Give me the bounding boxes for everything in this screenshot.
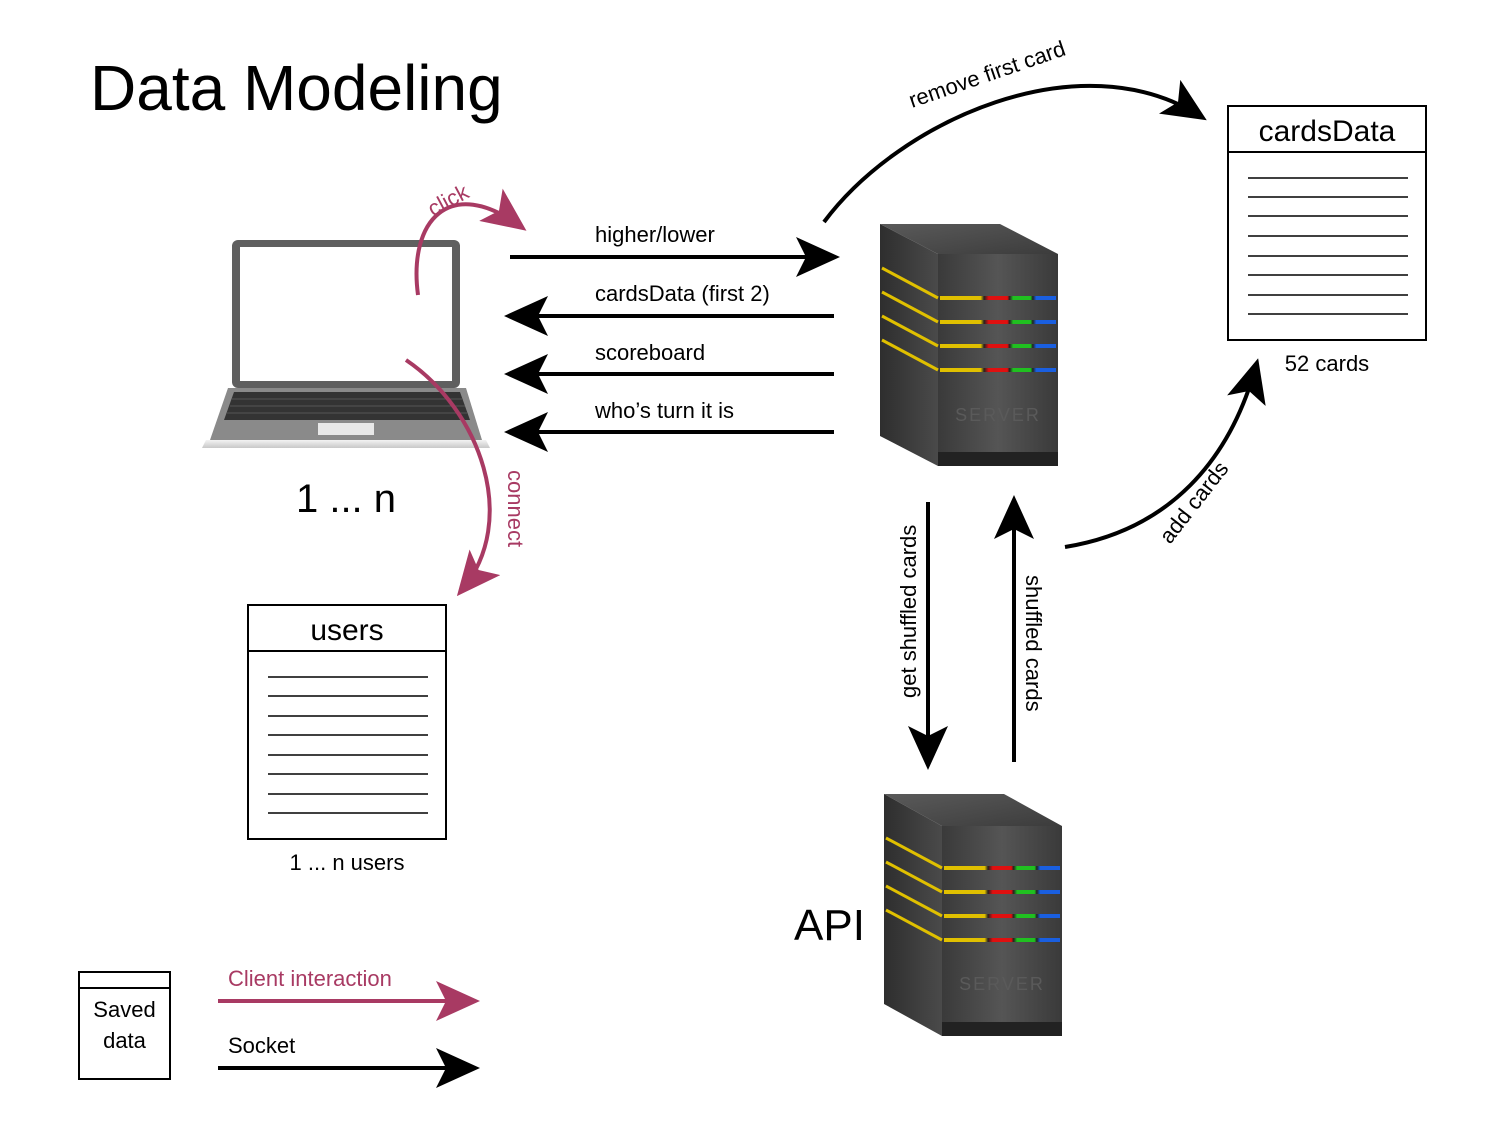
legend-client-label: Client interaction bbox=[228, 966, 392, 991]
legend: Saved data Client interaction Socket bbox=[78, 966, 480, 1088]
remove-first-card-label: remove first card bbox=[905, 36, 1068, 113]
socket-messages: higher/lower cardsData (first 2) scorebo… bbox=[504, 222, 840, 452]
connect-arrow bbox=[404, 358, 501, 597]
client-count-label: 1 ... n bbox=[296, 477, 396, 521]
get-shuffled-cards-label: get shuffled cards bbox=[896, 525, 921, 698]
add-cards-label: add cards bbox=[1154, 457, 1233, 549]
click-arrow bbox=[414, 188, 527, 296]
cardsdata-store: cardsData bbox=[1227, 105, 1427, 341]
api-server-watermark: SERVER bbox=[959, 974, 1045, 994]
cardsdata-caption: 52 cards bbox=[1285, 351, 1369, 376]
whos-turn-label: who’s turn it is bbox=[594, 398, 734, 423]
shuffled-cards-label: shuffled cards bbox=[1021, 575, 1046, 712]
cardsdata-first2-label: cardsData (first 2) bbox=[595, 281, 770, 306]
server-tower-icon: SERVER bbox=[880, 224, 1058, 466]
legend-saved-label-line2: data bbox=[103, 1028, 147, 1053]
users-title: users bbox=[310, 614, 383, 647]
api-server-tower-icon: SERVER bbox=[884, 794, 1062, 1036]
api-label: API bbox=[794, 901, 865, 950]
legend-saved-label-line1: Saved bbox=[93, 997, 155, 1022]
connect-label: connect bbox=[503, 470, 528, 547]
users-store: users bbox=[247, 604, 447, 840]
higher-lower-label: higher/lower bbox=[595, 222, 715, 247]
legend-socket-label: Socket bbox=[228, 1033, 295, 1058]
laptop-icon bbox=[202, 240, 490, 448]
page-title: Data Modeling bbox=[90, 52, 503, 124]
add-cards-arrow bbox=[1064, 358, 1266, 549]
server-watermark: SERVER bbox=[955, 405, 1041, 425]
users-caption: 1 ... n users bbox=[290, 850, 405, 875]
scoreboard-label: scoreboard bbox=[595, 340, 705, 365]
click-label: click bbox=[423, 179, 473, 222]
remove-first-card-arrow bbox=[822, 79, 1207, 224]
cardsdata-title: cardsData bbox=[1259, 115, 1396, 148]
legend-saved-data-box bbox=[78, 971, 171, 1080]
